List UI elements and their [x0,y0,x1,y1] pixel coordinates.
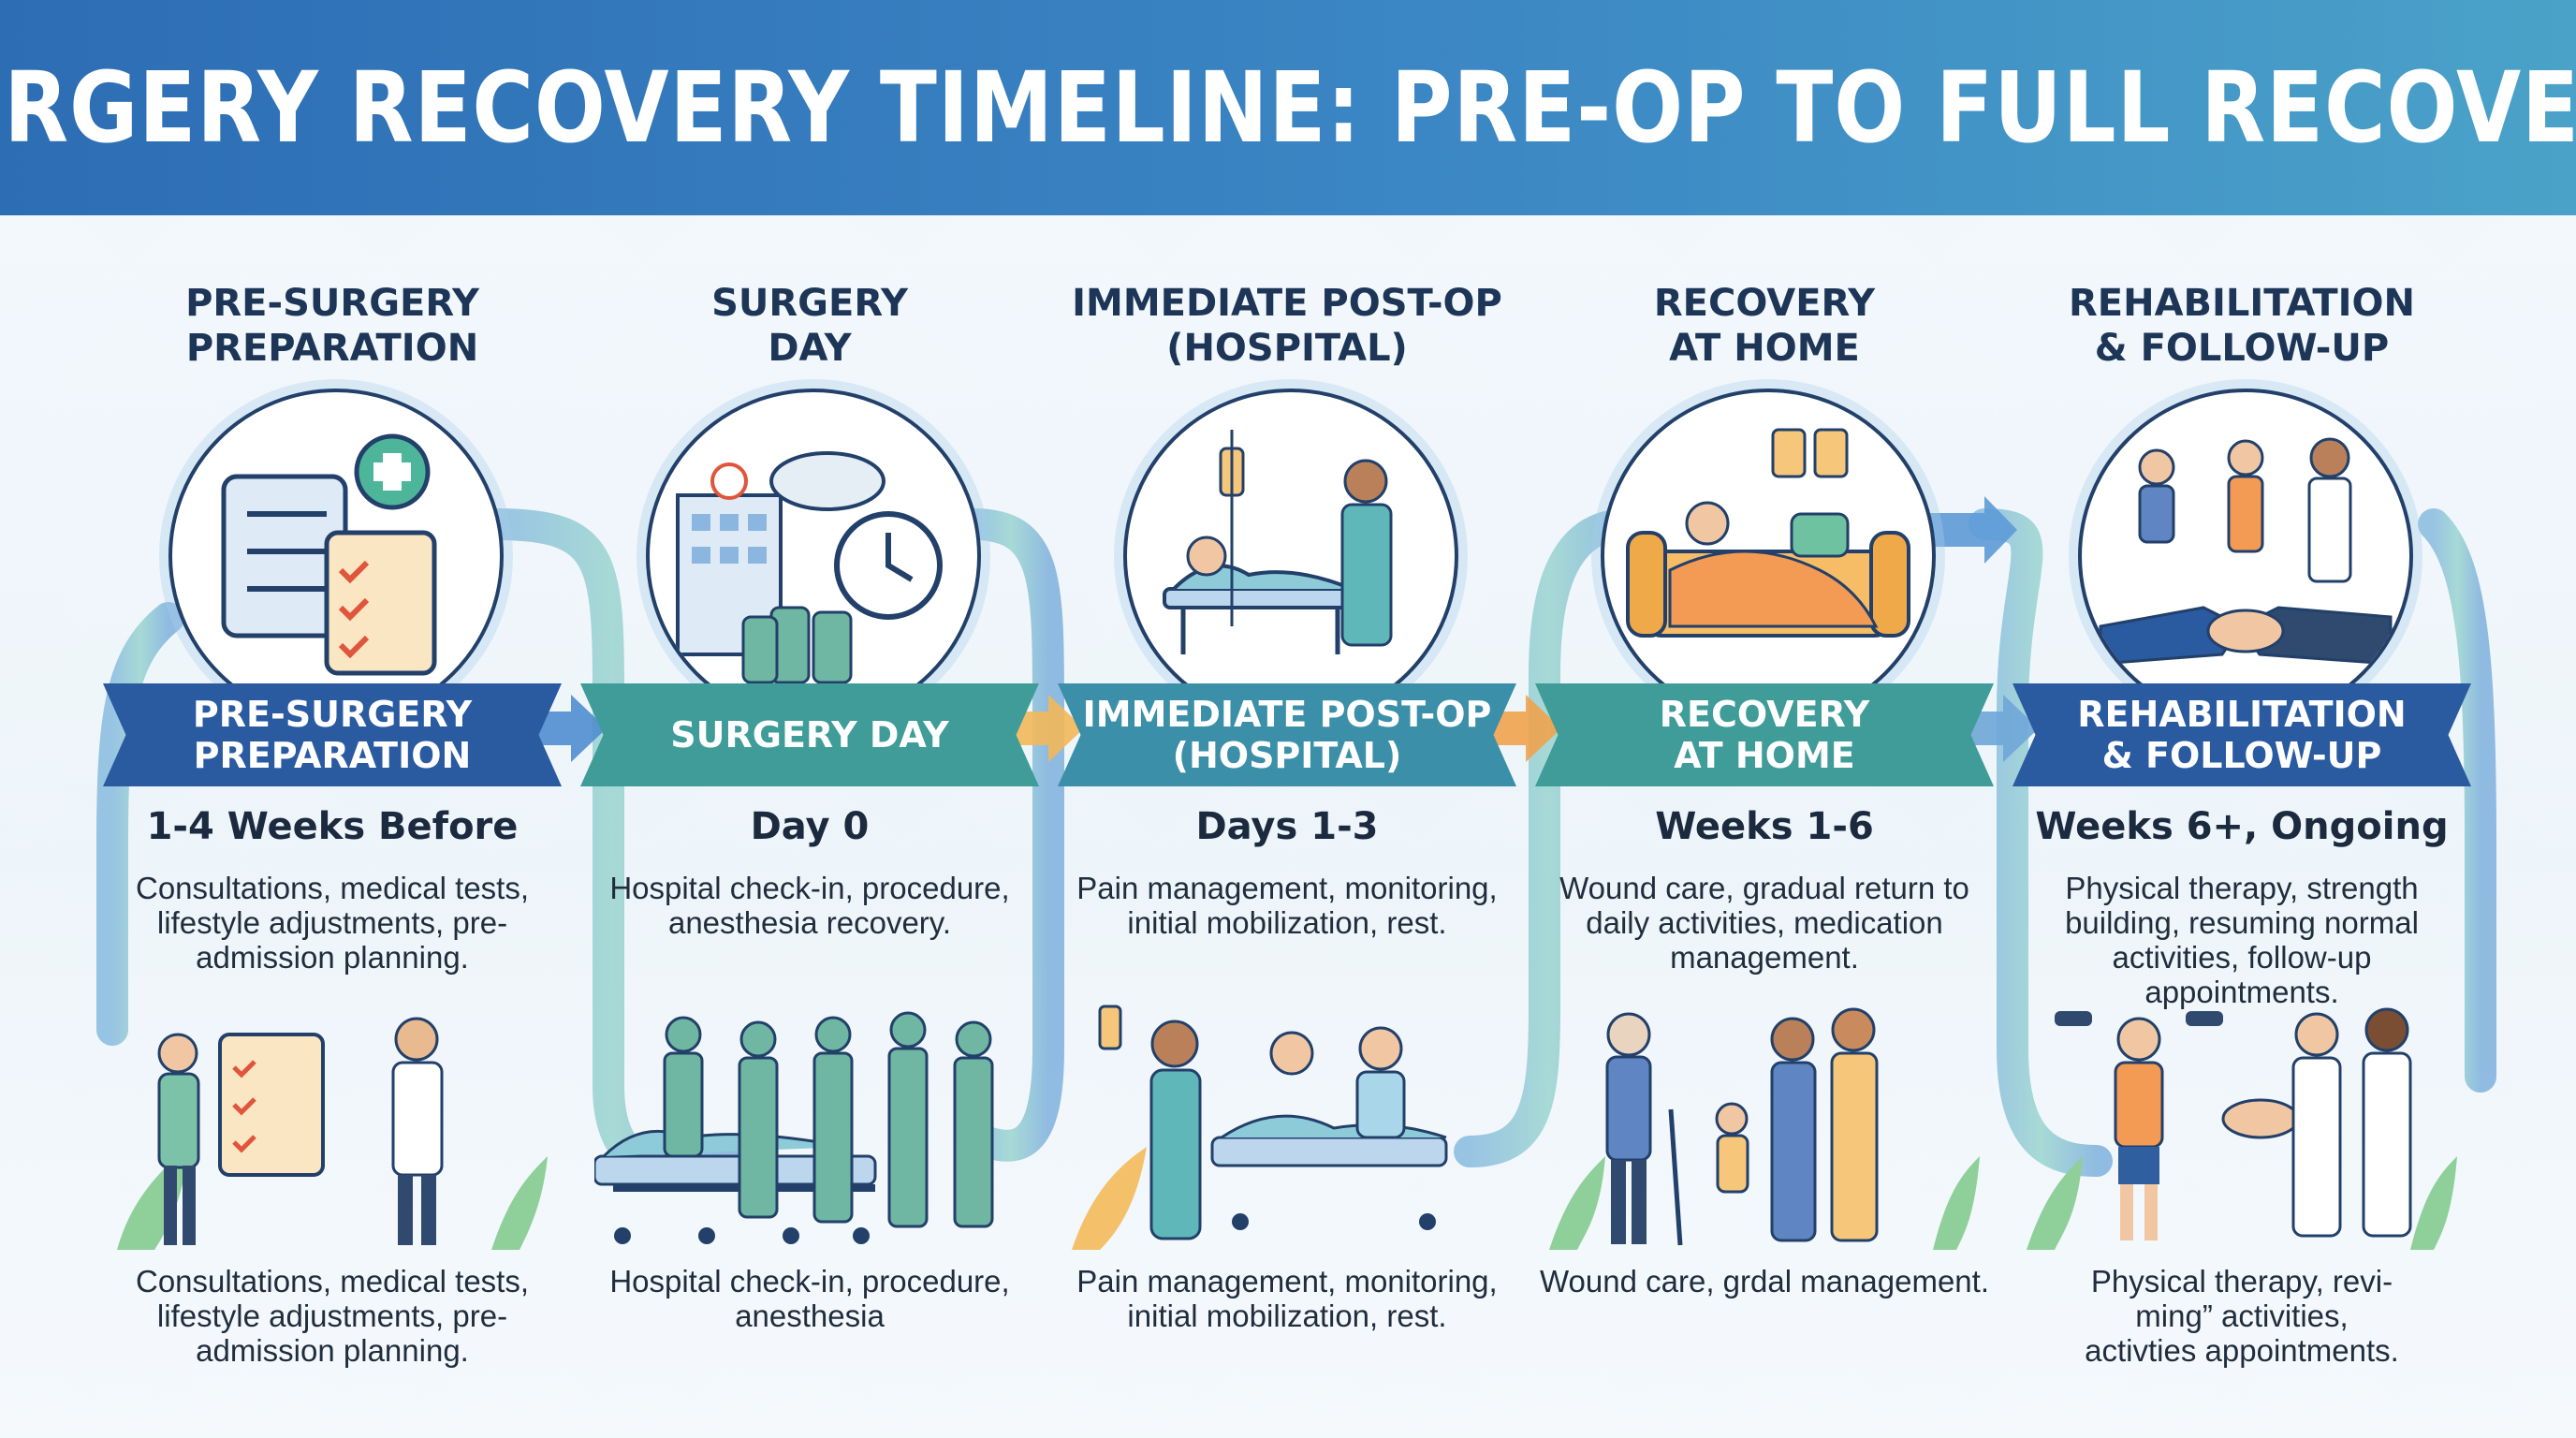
stage-ribbon: IMMEDIATE POST-OP (HOSPITAL) [1058,683,1516,786]
handshake-therapy-icon [2078,389,2413,724]
stage-description: Hospital check-in, procedure, anesthesia… [609,871,1010,940]
stage-title: RECOVERY AT HOME [1653,282,1876,370]
stage-period: Days 1-3 [1195,805,1379,848]
stage-ribbon: REHABILITATION & FOLLOW-UP [2012,683,2471,786]
stage-ribbon: PRE-SURGERY PREPARATION [103,683,562,786]
hospital-surgery-icon [646,389,981,724]
stage-description: Consultations, medical tests, lifestyle … [135,871,530,975]
stage-recovery-at-home: RECOVERY AT HOME RECOVERY AT HOME Weeks … [1530,215,1998,1438]
header-banner: SURGERY RECOVERY TIMELINE: PRE-OP TO FUL… [0,0,2576,215]
stage-period: 1-4 Weeks Before [146,805,519,848]
stage-caption: Pain management, monitoring, initial mob… [1076,1264,1498,1333]
exercise-handshake-icon [2027,1007,2457,1250]
stage-caption: Wound care, grdal management. [1540,1264,1989,1299]
stage-period: Weeks 6+, Ongoing [2035,805,2449,848]
stage-period: Day 0 [750,805,870,848]
stage-description: Pain management, monitoring, initial mob… [1076,871,1498,940]
stage-immediate-post-op: IMMEDIATE POST-OP (HOSPITAL) IMMEDIATE P… [1053,215,1521,1438]
flow-segment-5 [2418,508,2496,1093]
stage-caption: Consultations, medical tests, lifestyle … [135,1264,530,1368]
stage-caption: Physical therapy, revi- ming” activities… [2085,1264,2399,1368]
stage-title: PRE-SURGERY PREPARATION [185,282,479,370]
stage-description: Physical therapy, strength building, res… [2065,871,2419,1009]
stage-surgery-day: SURGERY DAY SURGERY DAY Day 0 Hospital c… [576,215,1044,1438]
hospital-bed-icon [1123,389,1458,724]
stage-pre-surgery: PRE-SURGERY PREPARATION PRE-SURGERY PREP… [98,215,566,1438]
stage-caption: Hospital check-in, procedure, anesthesia [609,1264,1010,1333]
stage-rehabilitation: REHABILITATION & FOLLOW-UP REHABILITATIO… [2008,215,2476,1438]
page-title: SURGERY RECOVERY TIMELINE: PRE-OP TO FUL… [0,51,2576,165]
surgical-team-icon [594,1011,994,1244]
flow-segment-4 [1969,508,2113,1177]
nurse-patient-icon [1072,1005,1448,1250]
consultation-scene-icon [117,1017,548,1250]
stage-ribbon: RECOVERY AT HOME [1535,683,1994,786]
family-walking-icon [1549,1007,1980,1250]
stage-period: Weeks 1-6 [1655,805,1874,848]
stage-title: SURGERY DAY [711,282,908,370]
stage-title: IMMEDIATE POST-OP (HOSPITAL) [1072,282,1502,370]
clipboard-checklist-icon [168,389,504,724]
flow-segment-3 [1454,508,1645,1167]
arrow-right-icon [1928,496,2017,564]
stage-description: Wound care, gradual return to daily acti… [1559,871,1969,975]
stage-title: REHABILITATION & FOLLOW-UP [2069,282,2415,370]
stage-ribbon: SURGERY DAY [580,683,1039,786]
sofa-rest-icon [1601,389,1936,724]
